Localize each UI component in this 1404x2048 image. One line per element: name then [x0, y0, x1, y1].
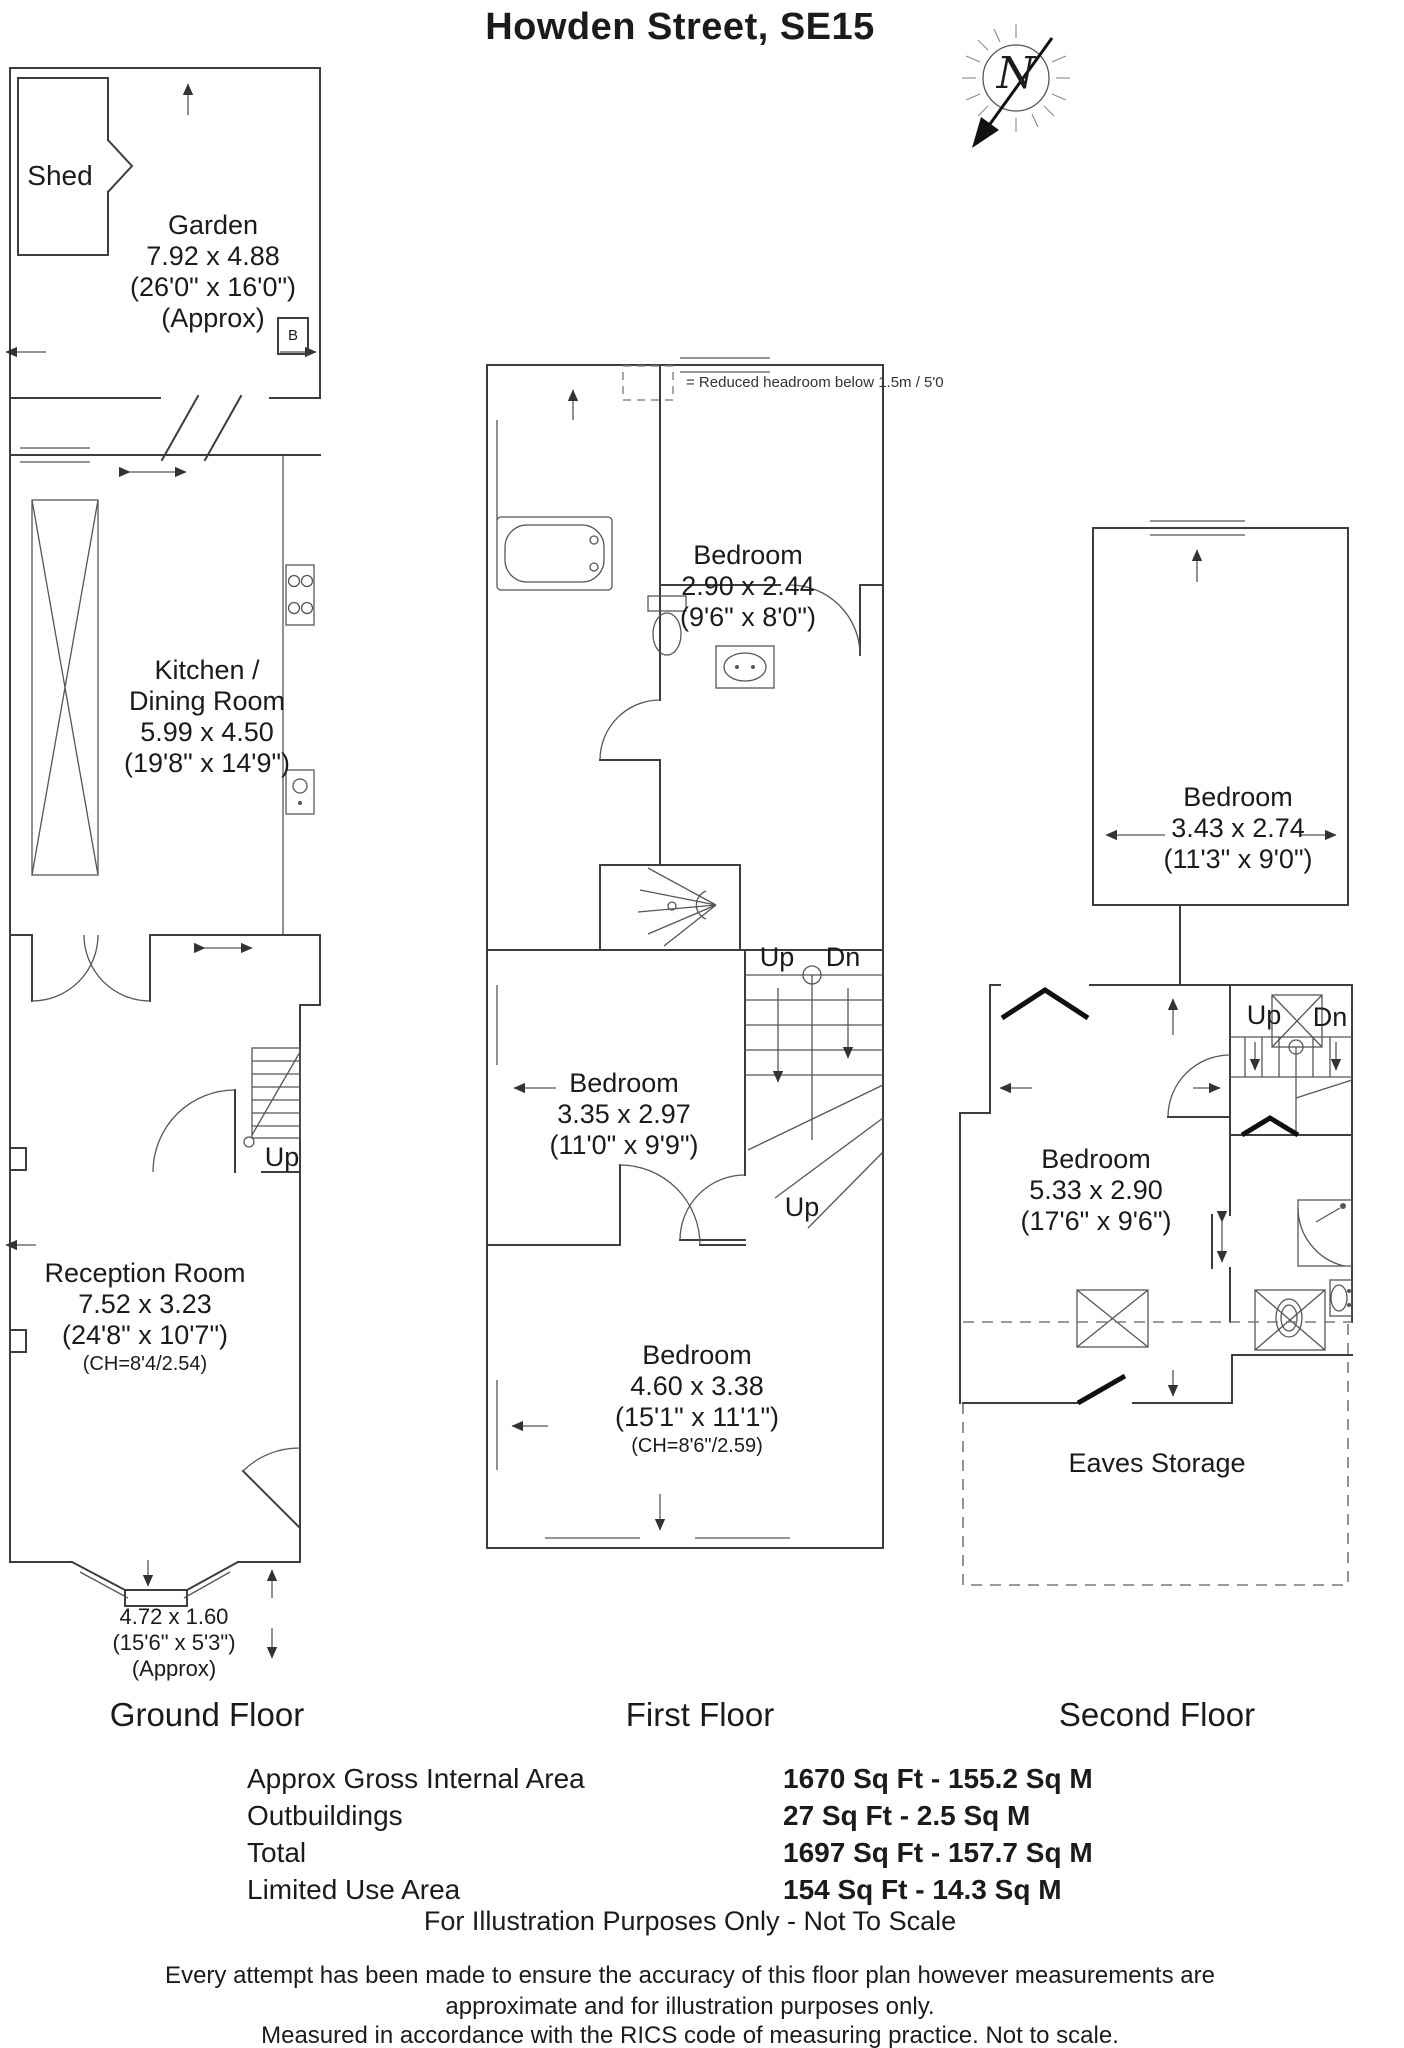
- sf-bedroom-rear-name: Bedroom: [1183, 782, 1293, 812]
- kitchen-label: Kitchen / Dining Room 5.99 x 4.50 (19'8"…: [124, 655, 290, 779]
- second-floor-plan: [959, 520, 1353, 1586]
- first-floor-title: First Floor: [625, 1696, 775, 1733]
- reception-metric: 7.52 x 3.23: [78, 1289, 212, 1319]
- sf-bedroom-front-metric: 5.33 x 2.90: [1029, 1175, 1163, 1205]
- ff-bedroom-front-metric: 4.60 x 3.38: [630, 1371, 764, 1401]
- garden-name: Garden: [167, 210, 259, 240]
- summary-row-value: 154 Sq Ft - 14.3 Sq M: [783, 1874, 1062, 1905]
- ff-bedroom-middle-label: Bedroom 3.35 x 2.97 (11'0" x 9'9"): [549, 1068, 698, 1161]
- north-arrow: [962, 24, 1070, 148]
- kitchen-name-line1: Kitchen /: [154, 655, 260, 685]
- garden-note: (Approx): [161, 303, 265, 333]
- reception-label: Reception Room 7.52 x 3.23 (24'8" x 10'7…: [44, 1258, 245, 1377]
- ff-bedroom-front-imperial: (15'1" x 11'1"): [614, 1402, 780, 1432]
- ff-bedroom-front-name: Bedroom: [642, 1340, 752, 1370]
- ff-bedroom-middle-imperial: (11'0" x 9'9"): [549, 1130, 699, 1160]
- garden-label: Garden 7.92 x 4.88 (26'0" x 16'0") (Appr…: [130, 210, 296, 334]
- ff-bedroom-middle-name: Bedroom: [569, 1068, 679, 1098]
- ground-floor-title: Ground Floor: [109, 1696, 305, 1733]
- rics-note: Measured in accordance with the RICS cod…: [261, 2022, 1119, 2048]
- page-title: Howden Street, SE15: [485, 6, 875, 48]
- compass-north-label: N: [996, 48, 1036, 99]
- shed-label: Shed: [27, 160, 93, 191]
- summary-row-label: Approx Gross Internal Area: [247, 1763, 585, 1794]
- garden-imperial: (26'0" x 16'0"): [129, 272, 297, 302]
- ff-bedroom-rear-imperial: (9'6" x 8'0"): [679, 602, 817, 632]
- sf-stairs-up-label: Up: [1246, 1000, 1282, 1030]
- bay-metric: 4.72 x 1.60: [119, 1604, 229, 1629]
- sf-bedroom-rear-imperial: (11'3" x 9'0"): [1163, 844, 1313, 874]
- summary-row-label: Total: [247, 1837, 307, 1868]
- reception-name: Reception Room: [44, 1258, 246, 1288]
- ff-stairs-dn-label: Dn: [825, 942, 861, 972]
- ff-stairs-up2-label: Up: [784, 1192, 820, 1222]
- first-floor-plan: [486, 357, 884, 1549]
- summary-row-value: 27 Sq Ft - 2.5 Sq M: [783, 1800, 1031, 1831]
- ff-bedroom-middle-metric: 3.35 x 2.97: [557, 1099, 691, 1129]
- summary-row-label: Outbuildings: [247, 1800, 403, 1831]
- bay-imperial: (15'6" x 5'3"): [112, 1630, 236, 1655]
- illustration-note: For Illustration Purposes Only - Not To …: [423, 1906, 957, 1936]
- sf-bedroom-front-label: Bedroom 5.33 x 2.90 (17'6" x 9'6"): [1020, 1144, 1171, 1237]
- ff-bedroom-front-label: Bedroom 4.60 x 3.38 (15'1" x 11'1") (CH=…: [615, 1340, 779, 1459]
- second-floor-title: Second Floor: [1058, 1696, 1256, 1733]
- sf-bedroom-front-name: Bedroom: [1041, 1144, 1151, 1174]
- kitchen-name-line2: Dining Room: [128, 686, 286, 716]
- kitchen-metric: 5.99 x 4.50: [140, 717, 274, 747]
- bay-window-label: 4.72 x 1.60 (15'6" x 5'3") (Approx): [112, 1604, 235, 1682]
- legend-box: [622, 365, 674, 401]
- ground-stairs-up-label: Up: [264, 1142, 300, 1172]
- sf-bedroom-front-imperial: (17'6" x 9'6"): [1020, 1206, 1172, 1236]
- eaves-storage-label: Eaves Storage: [1068, 1448, 1246, 1478]
- ff-stairs-up-label: Up: [759, 942, 795, 972]
- reception-imperial: (24'8" x 10'7"): [61, 1320, 229, 1350]
- kitchen-imperial: (19'8" x 14'9"): [123, 748, 291, 778]
- sf-bedroom-rear-metric: 3.43 x 2.74: [1171, 813, 1305, 843]
- garden-metric: 7.92 x 4.88: [146, 241, 280, 271]
- sf-stairs-dn-label: Dn: [1312, 1002, 1348, 1032]
- summary-row-value: 1697 Sq Ft - 157.7 Sq M: [783, 1837, 1093, 1868]
- disclaimer-line1: Every attempt has been made to ensure th…: [165, 1962, 1215, 1989]
- legend-text: = Reduced headroom below 1.5m / 5'0: [686, 374, 944, 391]
- north-arrowhead: [972, 117, 999, 148]
- boiler-label: B: [287, 327, 299, 344]
- summary-row-value: 1670 Sq Ft - 155.2 Sq M: [783, 1763, 1093, 1794]
- ff-bedroom-rear-label: Bedroom 2.90 x 2.44 (9'6" x 8'0"): [680, 540, 816, 633]
- ground-floor-plan: [5, 67, 321, 1659]
- bay-note: (Approx): [131, 1656, 217, 1681]
- ff-bedroom-rear-name: Bedroom: [693, 540, 803, 570]
- sf-bedroom-rear-label: Bedroom 3.43 x 2.74 (11'3" x 9'0"): [1163, 782, 1312, 875]
- ff-bedroom-rear-metric: 2.90 x 2.44: [681, 571, 815, 601]
- reception-ceiling-height: (CH=8'4/2.54): [82, 1353, 208, 1375]
- ff-bedroom-front-ceiling-height: (CH=8'6"/2.59): [631, 1435, 763, 1457]
- compass-burst: [962, 24, 1070, 132]
- summary-row-label: Limited Use Area: [247, 1874, 461, 1905]
- disclaimer-line2: approximate and for illustration purpose…: [445, 1993, 935, 2020]
